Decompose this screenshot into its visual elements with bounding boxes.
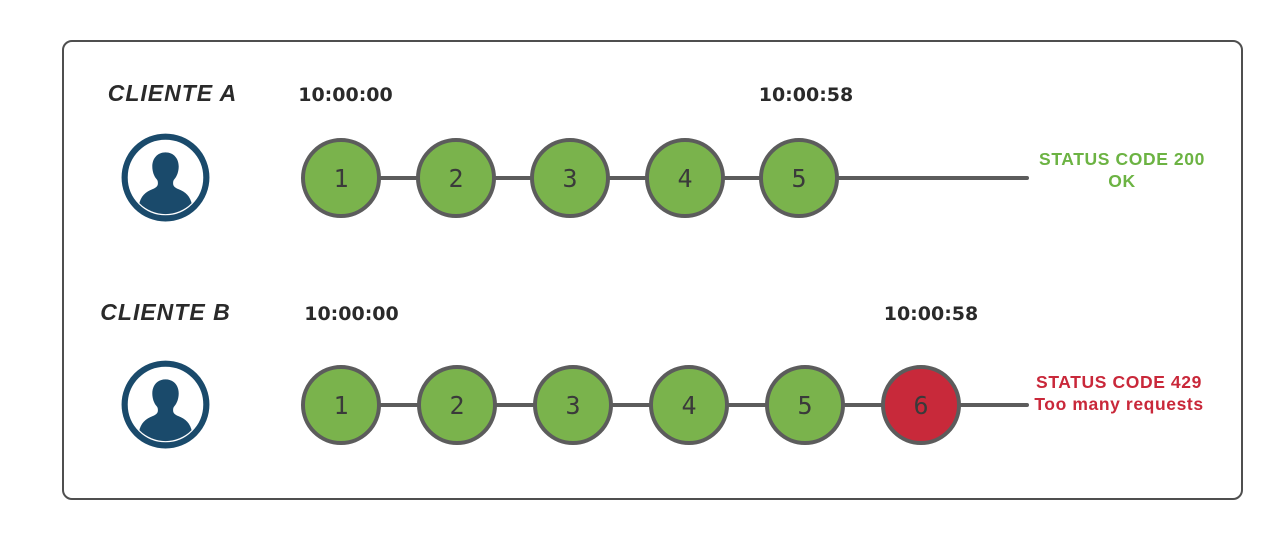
request-number: 2 (449, 390, 465, 420)
request-node: 3 (530, 138, 610, 218)
request-number: 1 (333, 390, 349, 420)
request-number: 5 (797, 390, 813, 420)
request-number: 3 (565, 390, 581, 420)
status-message-line: OK (1108, 170, 1136, 191)
user-avatar-icon (121, 133, 210, 222)
request-node: 2 (417, 365, 497, 445)
row-b-start-timestamp: 10:00:00 (304, 303, 399, 325)
request-number: 4 (681, 390, 697, 420)
row-a-start-timestamp: 10:00:00 (298, 84, 393, 106)
request-number: 2 (448, 163, 464, 193)
request-number: 6 (913, 390, 929, 420)
status-code-line: STATUS CODE 200 (1039, 149, 1205, 169)
request-node-blocked: 6 (881, 365, 961, 445)
status-code-line: STATUS CODE 429 (1036, 372, 1202, 392)
row-b-status-text: STATUS CODE 429 Too many requests (1024, 372, 1214, 415)
request-node: 4 (649, 365, 729, 445)
request-node: 1 (301, 138, 381, 218)
request-number: 4 (677, 163, 693, 193)
client-a-label: CLIENTE A (107, 80, 238, 106)
request-node: 3 (533, 365, 613, 445)
request-node: 5 (765, 365, 845, 445)
request-number: 1 (333, 163, 349, 193)
request-number: 3 (562, 163, 578, 193)
request-node: 5 (759, 138, 839, 218)
row-a-end-timestamp: 10:00:58 (758, 84, 854, 106)
request-node: 1 (301, 365, 381, 445)
row-b-end-timestamp: 10:00:58 (883, 303, 979, 325)
user-avatar-icon (121, 360, 210, 449)
request-number: 5 (791, 163, 807, 193)
request-node: 4 (645, 138, 725, 218)
row-a-status-text: STATUS CODE 200 OK (1030, 149, 1214, 192)
status-message-line: Too many requests (1034, 393, 1204, 414)
request-node: 2 (416, 138, 496, 218)
client-b-label: CLIENTE B (100, 299, 231, 325)
diagram-frame (62, 40, 1243, 500)
